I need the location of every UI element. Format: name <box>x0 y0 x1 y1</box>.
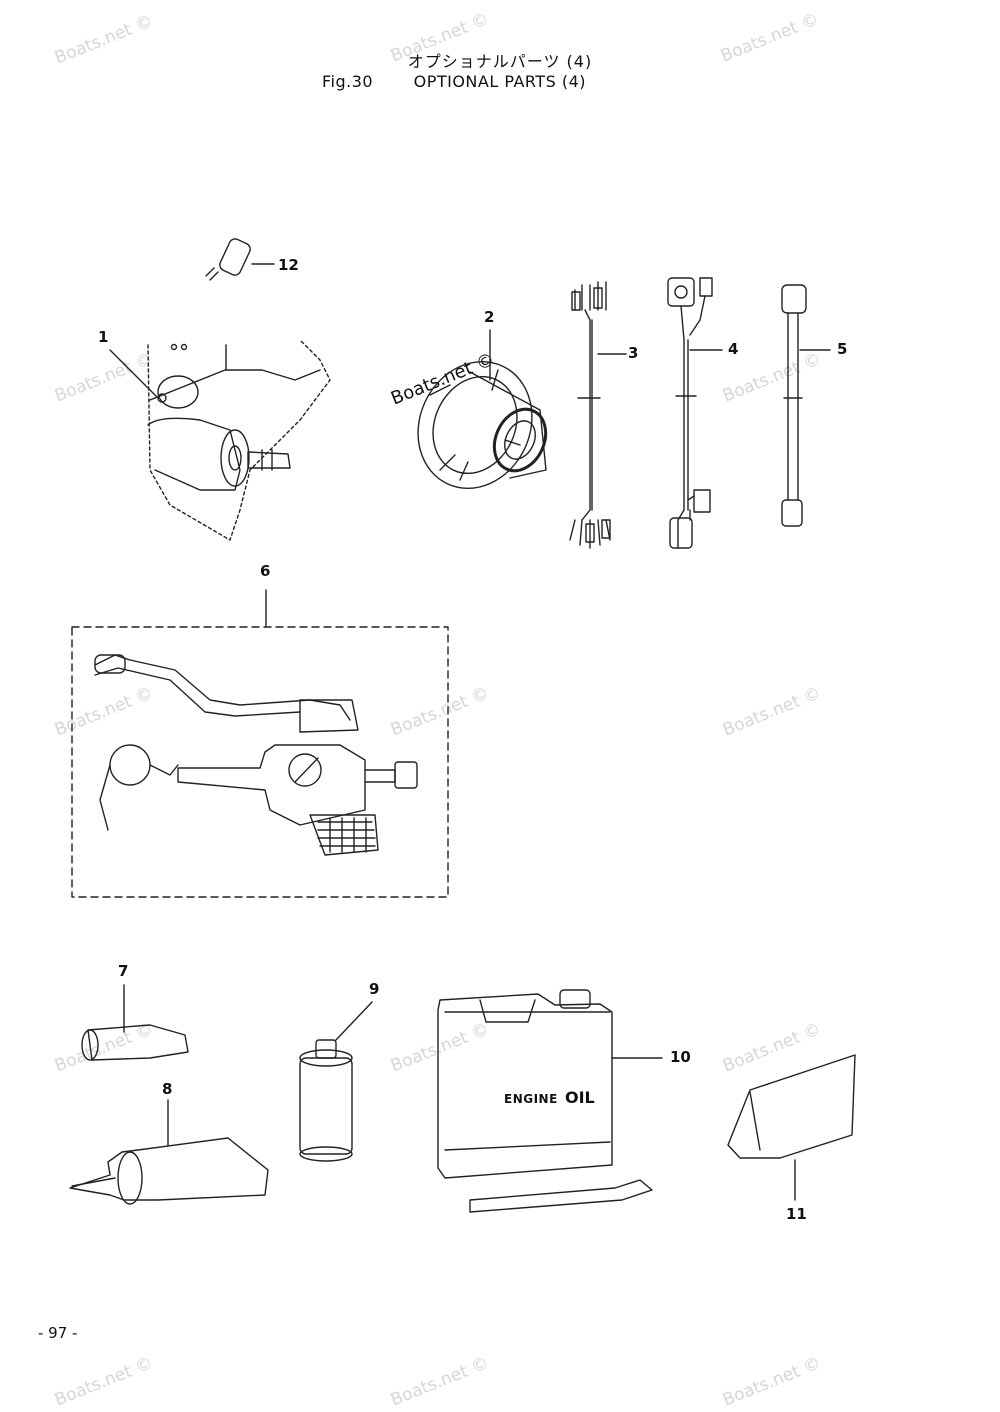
callout-10: 10 <box>670 1048 691 1066</box>
part-11-pouch <box>727 1054 856 1201</box>
callout-7: 7 <box>118 962 129 980</box>
part-10-oil-container <box>437 989 663 1213</box>
engine-oil-label: ENGINE <box>504 1092 558 1106</box>
part-3-cable <box>569 281 627 549</box>
callout-12: 12 <box>278 256 299 274</box>
callout-9: 9 <box>369 980 380 998</box>
part-5-cable <box>781 284 831 527</box>
callout-6: 6 <box>260 562 271 580</box>
callout-5: 5 <box>837 340 848 358</box>
figure-title-text: OPTIONAL PARTS (4) <box>413 72 587 91</box>
engine-oil-label-2: OIL <box>565 1088 595 1107</box>
callout-4: 4 <box>728 340 739 358</box>
part-12-fitting <box>205 238 275 281</box>
callout-2: 2 <box>484 308 495 326</box>
part-6-kit <box>71 589 449 898</box>
figure-number: Fig.30 <box>322 72 374 91</box>
part-8-tube <box>69 1099 269 1205</box>
part-2-spinner <box>417 329 548 490</box>
part-1-lower-unit <box>109 339 331 541</box>
part-9-can <box>299 1001 373 1162</box>
callout-1: 1 <box>98 328 109 346</box>
callout-3: 3 <box>628 344 639 362</box>
callout-11: 11 <box>786 1205 807 1223</box>
callout-8: 8 <box>162 1080 173 1098</box>
figure-title-english: Fig.30 OPTIONAL PARTS (4) <box>322 72 586 91</box>
page-number: - 97 - <box>38 1324 78 1342</box>
part-4-cable <box>667 277 723 549</box>
part-7-tube <box>81 984 189 1061</box>
figure-title-japanese: オプショナルパーツ (4) <box>407 52 593 71</box>
